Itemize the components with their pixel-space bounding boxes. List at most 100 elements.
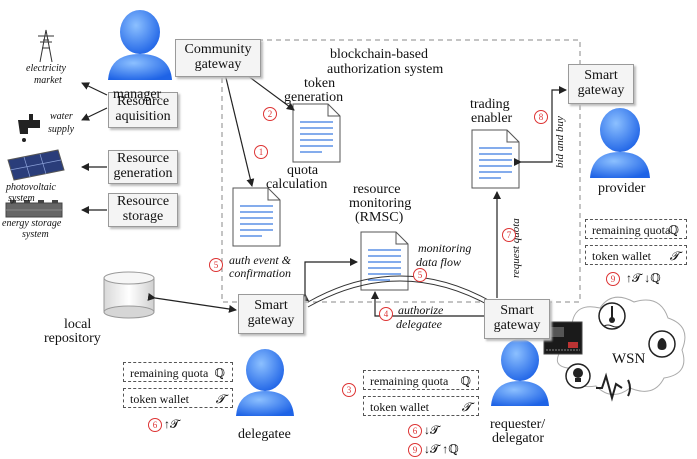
pv-system-caption: system xyxy=(8,193,35,204)
authorize-delegatee-arrow xyxy=(371,291,490,317)
monitoring-flow-line1: monitoring xyxy=(418,241,472,255)
rmsc-line2: monitoring xyxy=(349,196,412,211)
storage-system-caption: system xyxy=(22,229,49,240)
supply-caption: supply xyxy=(48,124,75,135)
monitoring-flow-line2: data flow xyxy=(416,255,462,269)
step-3-marker: 3 xyxy=(342,383,356,397)
market-caption: market xyxy=(34,75,62,86)
delegatee-token-wallet-label: token wallet xyxy=(130,392,189,406)
requester-remaining-quota-label: remaining quota xyxy=(370,374,449,388)
bid-and-buy-label: bid and buy xyxy=(554,116,566,168)
resource-storage-line1: Resource xyxy=(116,194,170,210)
token-generation-line1: token xyxy=(304,76,336,91)
authorize-delegatee-line2: delegatee xyxy=(396,317,442,331)
bid-buy-arrow xyxy=(514,86,567,166)
step-9-marker-requester: 9 xyxy=(408,443,422,457)
provider-person-icon xyxy=(590,108,650,178)
auth-event-line2: confirmation xyxy=(229,266,291,280)
arduino-board-icon xyxy=(543,321,583,355)
step-7-marker: 7 xyxy=(502,228,516,242)
requester-quota-symbol: ℚ xyxy=(460,374,471,388)
resource-generation-line1: Resource xyxy=(116,151,170,167)
requester-token-symbol: 𝓣 xyxy=(461,400,471,414)
delegatee-remaining-quota-label: remaining quota xyxy=(130,366,209,380)
energy-storage-caption: energy storage xyxy=(2,218,62,229)
photovoltaic-caption: photovoltaic xyxy=(6,182,56,193)
step-2-marker: 2 xyxy=(263,107,277,121)
monitoring-document-icon xyxy=(360,231,409,291)
quota-calculation-arrow xyxy=(220,70,255,187)
water-tap-icon xyxy=(18,114,40,142)
delegatee-token-symbol: 𝓣 xyxy=(215,392,225,406)
smart-gateway-top-line2: gateway xyxy=(577,83,625,98)
local-repository-line1: local xyxy=(64,317,92,332)
to-electricity-arrow xyxy=(81,82,108,96)
step-6-marker-delegatee: 6 xyxy=(148,418,162,432)
quota-calculation-line1: quota xyxy=(287,163,319,178)
requester-step6-annotation: ↓𝓣 xyxy=(424,423,440,437)
requester-label-line1: requester/ xyxy=(490,417,546,432)
smart-gateway-right-line2: gateway xyxy=(493,318,541,333)
local-repository-icon xyxy=(103,271,155,319)
step-9-marker-provider: 9 xyxy=(606,272,620,286)
authorize-delegatee-line1: authorize xyxy=(398,303,444,317)
auth-event-arrow xyxy=(301,258,358,301)
resource-generation-line2: generation xyxy=(113,166,173,181)
wsn-label: WSN xyxy=(612,351,646,367)
step-5-marker-auth: 5 xyxy=(209,258,223,272)
smart-gateway-left-line1: Smart xyxy=(254,298,288,314)
quota-calculation-line2: calculation xyxy=(266,177,328,192)
requester-token-wallet-row: token wallet 𝓣 xyxy=(363,396,479,416)
monitoring-flow-curve xyxy=(307,275,493,303)
requester-person-icon xyxy=(491,339,549,406)
manager-label: manager xyxy=(113,87,162,102)
requester-token-wallet-label: token wallet xyxy=(370,400,429,414)
community-gateway-line1: Community xyxy=(184,42,252,58)
resource-storage-line2: storage xyxy=(122,209,164,224)
delegatee-remaining-quota-row: remaining quota ℚ xyxy=(123,362,233,382)
trading-enabler-line2: enabler xyxy=(471,111,513,126)
trading-document-icon xyxy=(471,129,520,189)
light-sensor-icon xyxy=(565,363,591,389)
system-label-line2: authorization system xyxy=(327,62,444,77)
solar-panel-icon xyxy=(7,149,65,181)
smart-gateway-left-line2: gateway xyxy=(247,313,295,328)
requester-step9-annotation: ↓𝓣 ↑ℚ xyxy=(424,442,459,456)
water-caption: water xyxy=(50,111,73,122)
to-water-arrow xyxy=(81,107,108,121)
smart-gateway-top-line1: Smart xyxy=(584,68,618,84)
quota-document-icon xyxy=(232,187,281,247)
repository-arrow xyxy=(147,293,237,313)
step-4-marker: 4 xyxy=(379,307,393,321)
humidity-sensor-icon xyxy=(648,330,676,358)
provider-token-wallet-label: token wallet xyxy=(592,249,651,263)
provider-token-wallet-row: token wallet 𝓣 xyxy=(585,245,687,265)
auth-event-line1: auth event & xyxy=(229,253,291,267)
step-5-marker-flow: 5 xyxy=(413,268,427,282)
requester-label-line2: delegator xyxy=(492,431,545,446)
trading-enabler-line1: trading xyxy=(470,97,510,112)
smart-gateway-right-line1: Smart xyxy=(500,303,534,319)
delegatee-label: delegatee xyxy=(238,427,291,442)
provider-step9-annotation: ↑𝓣 ↓ℚ xyxy=(626,271,661,285)
community-gateway-line2: gateway xyxy=(194,57,242,72)
rmsc-line3: (RMSC) xyxy=(355,210,404,225)
token-generation-line2: generation xyxy=(284,90,344,105)
battery-icon xyxy=(5,200,63,218)
delegatee-quota-symbol: ℚ xyxy=(214,366,225,380)
token-document-icon xyxy=(292,103,341,163)
vibration-sensor-icon xyxy=(596,372,631,402)
resource-aquisition-line1: Resource xyxy=(116,94,170,110)
delegatee-step6-annotation: ↑𝓣 xyxy=(164,417,180,431)
system-label-line1: blockchain-based xyxy=(330,47,428,62)
electricity-tower-icon xyxy=(38,29,54,63)
provider-token-symbol: 𝓣 xyxy=(669,249,679,263)
token-generation-arrow xyxy=(239,68,295,111)
